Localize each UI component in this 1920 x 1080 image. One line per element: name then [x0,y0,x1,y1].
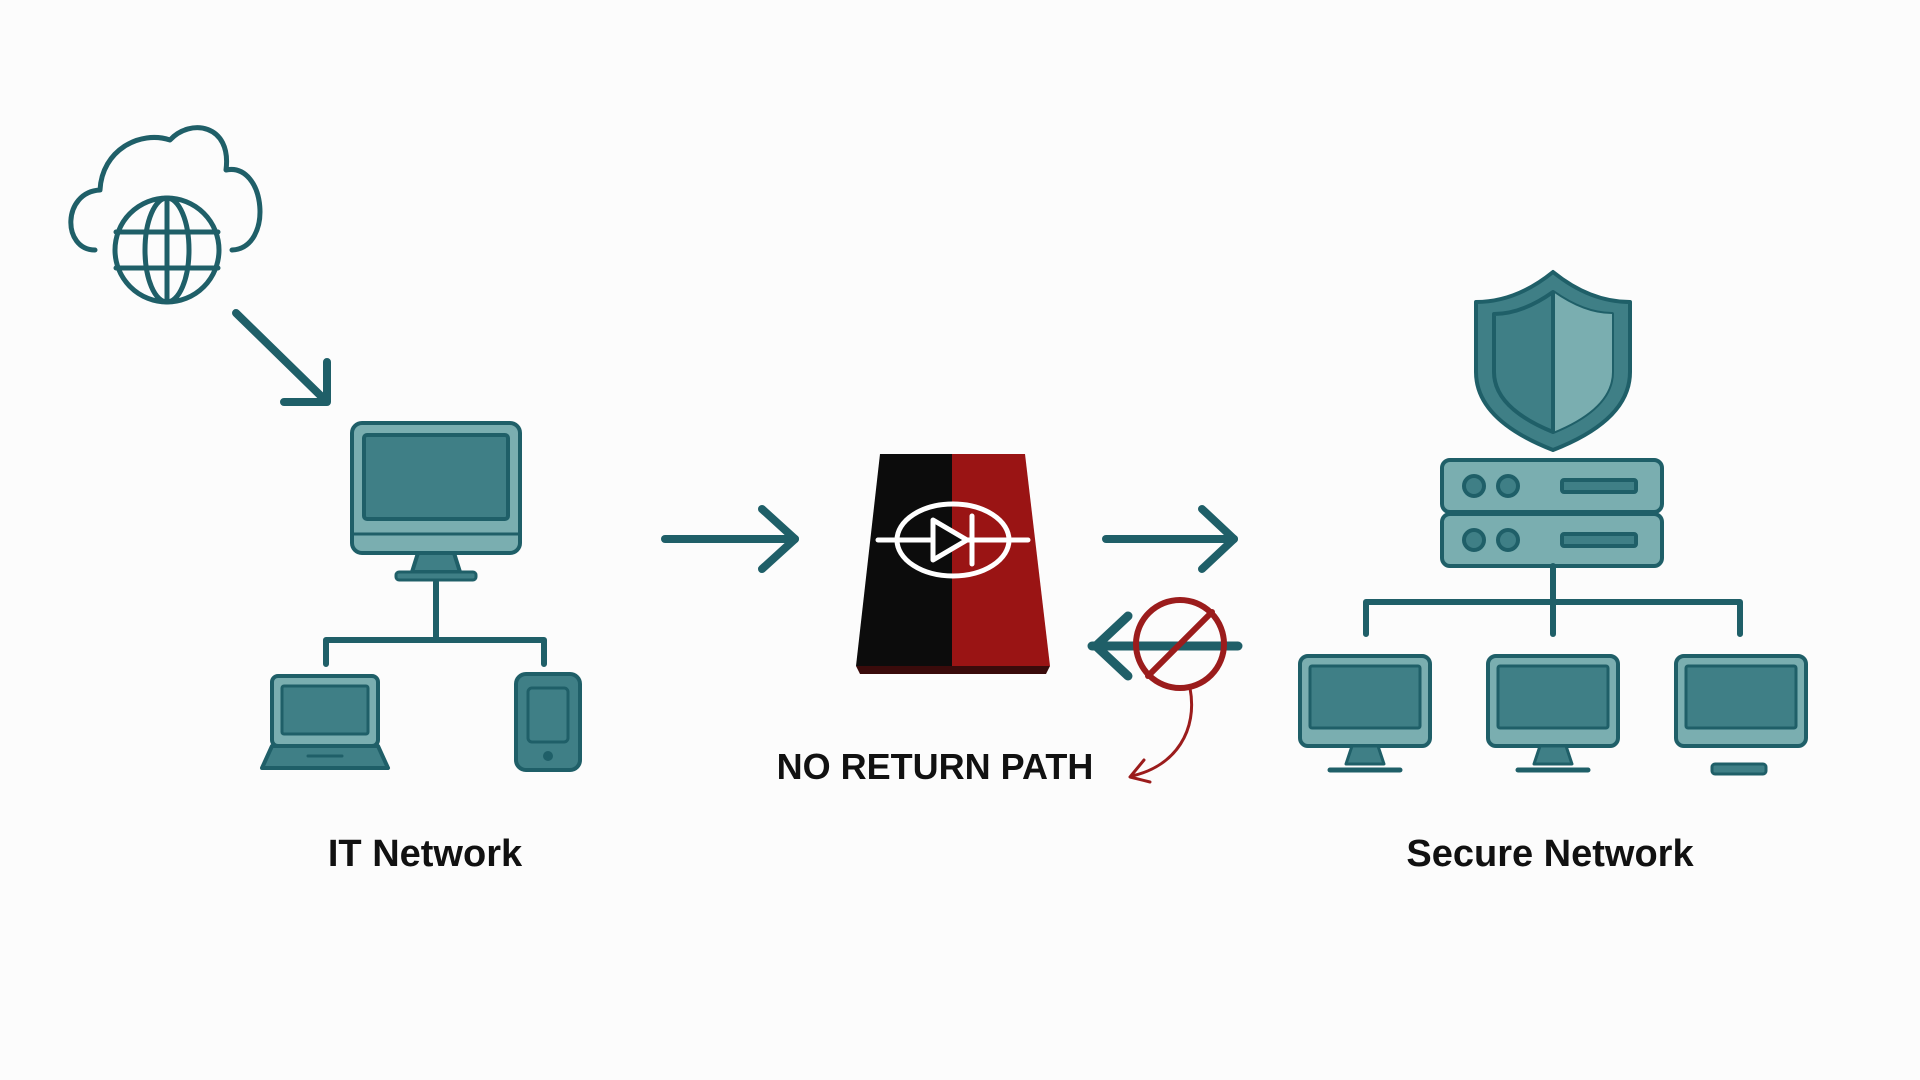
desktop-monitor-icon [1298,654,1432,773]
smartphone-icon [514,672,582,772]
laptop-icon [260,674,390,770]
cloud-globe-icon [68,125,263,305]
secure-network-label: Secure Network [1406,833,1694,875]
desktop-monitor-icon [350,421,522,582]
blocked-return-arrow [1087,611,1243,681]
it-network-label: IT Network [328,833,523,875]
shield-icon [1474,270,1632,452]
internet-to-it-arrow [232,309,331,406]
it-to-diode-arrow [661,505,799,573]
prohibited-icon [1133,597,1227,691]
data-diode-icon [856,454,1050,674]
server-rack-icon [1440,458,1664,568]
curved-pointer-arrow [1128,686,1194,784]
desktop-monitor-icon [1486,654,1620,773]
no-return-path-label: NO RETURN PATH [777,746,1094,787]
secure-network-connectors [1363,563,1743,637]
desktop-monitor-icon [1674,654,1808,776]
diode-to-secure-arrow [1102,505,1238,573]
it-network-connectors [323,579,547,667]
